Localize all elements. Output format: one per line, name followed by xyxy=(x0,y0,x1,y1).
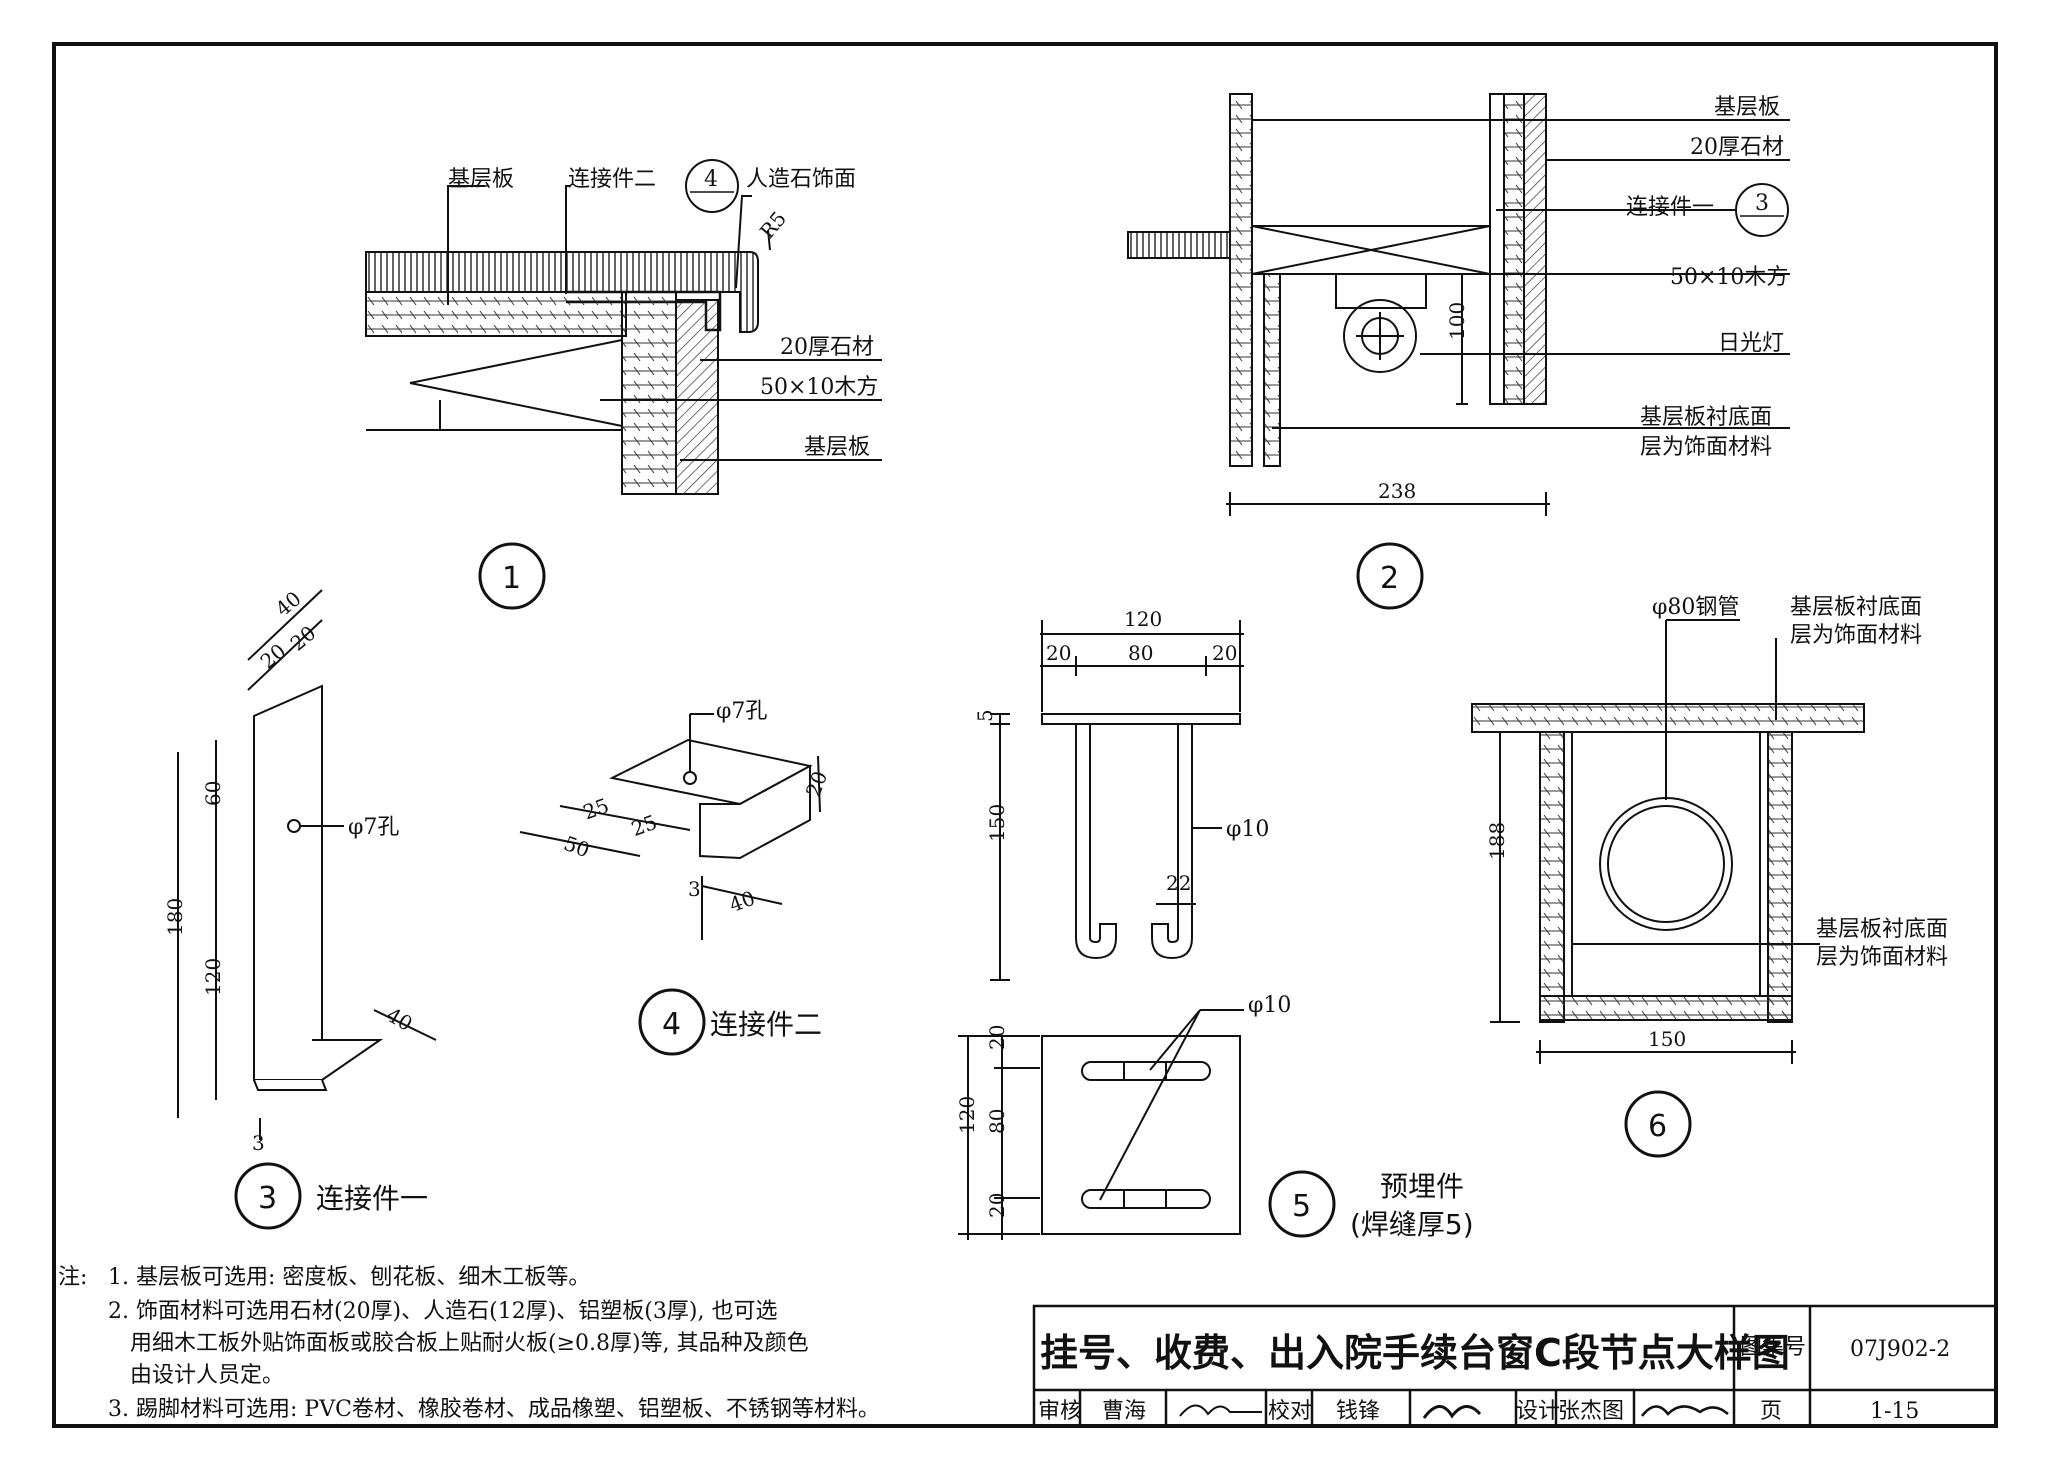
detail-2-dim-238: 238 xyxy=(1378,479,1416,503)
detail-4-hole: φ7孔 xyxy=(716,699,767,724)
detail-1-label-base-top: 基层板 xyxy=(448,167,514,192)
title-block-page-no: 1-15 xyxy=(1870,1399,1919,1424)
detail-3-hole: φ7孔 xyxy=(348,815,399,840)
detail-4-dim-50: 50 xyxy=(561,831,593,862)
detail-6-dim-188: 188 xyxy=(1485,822,1509,860)
detail-1-label-connector2: 连接件二 xyxy=(568,167,656,192)
detail-1-label-base-bottom: 基层板 xyxy=(804,435,870,460)
title-block-check-label: 校对 xyxy=(1268,1399,1312,1424)
detail-3-dim-120: 120 xyxy=(201,958,225,996)
note-3: 3. 踢脚材料可选用: PVC卷材、橡胶卷材、成品橡塑、铝塑板、不锈钢等材料。 xyxy=(108,1397,880,1422)
note-2a: 2. 饰面材料可选用石材(20厚)、人造石(12厚)、铝塑板(3厚), 也可选 xyxy=(108,1299,777,1324)
title-block-atlas-no: 07J902-2 xyxy=(1850,1337,1950,1362)
detail-2 xyxy=(1127,93,1790,516)
detail-6-lining-side-1: 基层板衬底面 xyxy=(1816,917,1948,942)
detail-3-dim-40-foot: 40 xyxy=(383,1002,417,1036)
detail-6-marker-circle xyxy=(1624,1090,1692,1158)
detail-5-rod-2: φ10 xyxy=(1248,993,1291,1018)
detail-4-marker: 4 xyxy=(662,1007,681,1042)
detail-4-dim-40: 40 xyxy=(726,886,758,917)
detail-6 xyxy=(1471,619,1865,1064)
detail-2-label-connector1: 连接件一 xyxy=(1626,195,1714,220)
note-1: 1. 基层板可选用: 密度板、刨花板、细木工板等。 xyxy=(108,1265,590,1290)
detail-2-marker: 2 xyxy=(1380,561,1399,596)
detail-2-dim-100: 100 xyxy=(1445,302,1469,340)
detail-4-title: 连接件二 xyxy=(710,1008,822,1041)
detail-5-dim-20b: 20 xyxy=(1212,641,1237,665)
detail-3-dim-180: 180 xyxy=(163,898,187,936)
detail-2-label-base: 基层板 xyxy=(1714,95,1780,120)
title-block-review-label: 审核 xyxy=(1038,1399,1082,1424)
detail-3-dim-3: 3 xyxy=(252,1131,265,1155)
detail-6-pipe: φ80钢管 xyxy=(1652,595,1739,620)
title-block-design-label: 设计 xyxy=(1516,1399,1560,1424)
detail-1 xyxy=(365,185,882,495)
detail-5-marker-circle xyxy=(1268,1170,1336,1238)
detail-5-dim-120: 120 xyxy=(1124,607,1162,631)
detail-5-dim-v20b: 20 xyxy=(985,1193,1009,1218)
detail-2-label-wood: 50×10木方 xyxy=(1670,265,1788,290)
detail-2-ref-num: 3 xyxy=(1755,191,1769,216)
detail-5-title: 预埋件 xyxy=(1380,1170,1464,1203)
detail-3-dim-20a: 20 xyxy=(256,639,291,674)
title-block-title: 挂号、收费、出入院手续台窗C段节点大样图 xyxy=(1040,1331,1790,1375)
detail-2-label-lining-1: 基层板衬底面 xyxy=(1640,405,1772,430)
detail-5-rod-1: φ10 xyxy=(1226,817,1269,842)
detail-3 xyxy=(177,589,437,1140)
detail-5-dim-22: 22 xyxy=(1166,871,1191,895)
detail-5-dim-v80: 80 xyxy=(985,1109,1009,1134)
detail-3-marker: 3 xyxy=(258,1181,277,1216)
detail-5-dim-80: 80 xyxy=(1128,641,1153,665)
note-2c: 由设计人员定。 xyxy=(130,1363,284,1388)
detail-6-lining-side-2: 层为饰面材料 xyxy=(1816,945,1948,970)
detail-5-dim-v120: 120 xyxy=(955,1096,979,1134)
title-block-atlas-label: 图集号 xyxy=(1740,1335,1806,1360)
detail-2-label-stone20: 20厚石材 xyxy=(1690,135,1784,160)
detail-5-dim-20a: 20 xyxy=(1046,641,1071,665)
detail-1-label-stone-facing: 人造石饰面 xyxy=(746,167,856,192)
detail-5 xyxy=(958,620,1244,1240)
sheet-border xyxy=(52,42,1998,1428)
notes: 注: 1. 基层板可选用: 密度板、刨花板、细木工板等。 2. 饰面材料可选用石… xyxy=(58,1265,880,1422)
note-2b: 用细木工板外贴饰面板或胶合板上贴耐火板(≥0.8厚)等, 其品种及颜色 xyxy=(130,1331,809,1356)
title-block-checker: 钱锋 xyxy=(1336,1399,1380,1424)
detail-3-marker-circle xyxy=(234,1162,302,1230)
detail-4-dim-25b: 25 xyxy=(628,810,660,841)
notes-prefix: 注: xyxy=(58,1265,87,1290)
detail-1-marker-circle xyxy=(478,542,546,610)
detail-2-ref-circle xyxy=(1735,183,1789,237)
detail-4 xyxy=(519,713,821,940)
detail-1-ref-num: 4 xyxy=(704,167,718,192)
title-block xyxy=(1032,1304,1998,1428)
detail-6-marker: 6 xyxy=(1648,1109,1667,1144)
detail-4-dim-25a: 25 xyxy=(580,793,612,824)
title-block-designer: 张杰图 xyxy=(1558,1399,1624,1424)
detail-1-marker: 1 xyxy=(502,561,521,596)
detail-6-lining-top-2: 层为饰面材料 xyxy=(1790,623,1922,648)
detail-5-dim-v20a: 20 xyxy=(985,1025,1009,1050)
detail-2-label-lining-2: 层为饰面材料 xyxy=(1640,435,1772,460)
detail-4-dim-3: 3 xyxy=(688,877,701,901)
detail-5-subtitle: (焊缝厚5) xyxy=(1350,1208,1474,1241)
detail-4-marker-circle xyxy=(638,988,706,1056)
detail-3-dim-40-top: 40 xyxy=(271,586,306,621)
detail-2-marker-circle xyxy=(1356,542,1424,610)
title-block-reviewer: 曹海 xyxy=(1102,1399,1146,1424)
detail-1-label-wood: 50×10木方 xyxy=(760,375,878,400)
detail-1-label-radius: R5 xyxy=(755,206,791,243)
detail-5-dim-5: 5 xyxy=(973,709,997,722)
detail-1-label-stone20: 20厚石材 xyxy=(780,335,874,360)
detail-5-marker: 5 xyxy=(1292,1189,1311,1224)
detail-6-dim-150: 150 xyxy=(1648,1027,1686,1051)
detail-3-dim-60: 60 xyxy=(201,781,225,806)
detail-3-title: 连接件一 xyxy=(316,1182,428,1215)
title-block-page-label: 页 xyxy=(1760,1399,1782,1424)
detail-1-ref-circle xyxy=(685,159,739,213)
detail-5-dim-150: 150 xyxy=(985,804,1009,842)
detail-2-label-lamp: 日光灯 xyxy=(1718,331,1784,356)
detail-6-lining-top-1: 基层板衬底面 xyxy=(1790,595,1922,620)
